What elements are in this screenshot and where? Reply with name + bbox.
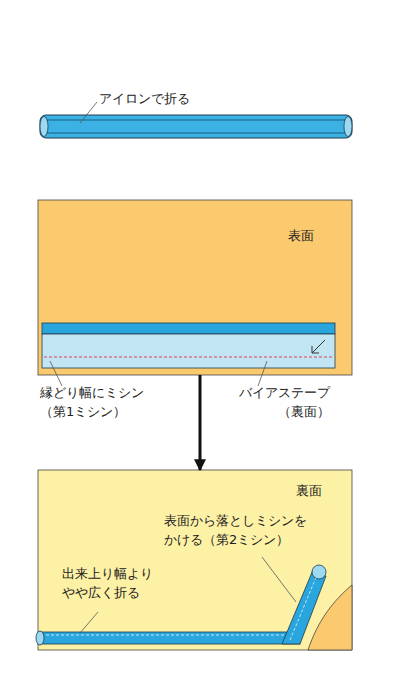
bias-tape-sewn (42, 323, 335, 368)
folded-bias-tape (40, 115, 352, 138)
callout-label: アイロンで折る (99, 90, 219, 109)
leader-line (262, 557, 296, 602)
fabric-panel: 裏面 (38, 470, 352, 650)
bias-tape-folded (36, 565, 326, 645)
leader-line (80, 102, 97, 123)
callout-label: バイアステープ （裏面） (226, 384, 330, 422)
side-label: 裏面 (296, 482, 322, 500)
callout-label: 出来上り幅より やや広く折る (62, 565, 162, 603)
leader-line (80, 612, 98, 633)
fabric-face (38, 200, 352, 375)
callout-label: 表面から落としミシンを かける（第2ミシン） (164, 512, 316, 550)
fabric-panel: 表面 (38, 200, 352, 375)
fabric-back (38, 470, 352, 650)
step-arrow (199, 375, 202, 470)
leader-line (258, 361, 267, 386)
leader-line (50, 361, 62, 386)
callout-label: 縁どり幅にミシン （第1ミシン） (40, 384, 152, 422)
side-label: 表面 (288, 227, 314, 245)
